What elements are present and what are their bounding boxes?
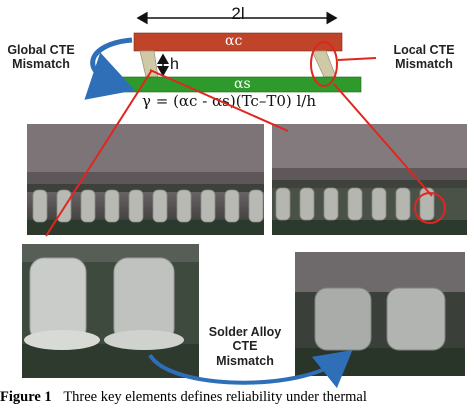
chip-alpha-label: αc	[225, 33, 243, 49]
local-mismatch-ring	[310, 41, 338, 87]
solder-mismatch-arrow	[148, 350, 353, 389]
cte-schematic	[84, 11, 377, 100]
solder-joint-closeup-right	[295, 252, 465, 376]
height-label: h	[170, 56, 179, 73]
linking-arrows-overlay	[45, 69, 446, 389]
width-label: 2l	[231, 4, 245, 23]
chip-bar	[133, 32, 343, 52]
pointer-to-right-photo-b	[333, 83, 433, 197]
global-mismatch-arrow	[84, 37, 135, 100]
solder-joint-closeup-left	[22, 244, 199, 378]
pointer-to-left-photo	[45, 69, 153, 237]
global-cte-mismatch-label: Global CTE Mismatch	[7, 43, 75, 72]
solder-alloy-cte-mismatch-label: Solder Alloy CTE Mismatch	[208, 325, 282, 368]
highlighted-joint-ring	[414, 192, 446, 224]
figure-caption-text: Three key elements defines reliability u…	[63, 389, 367, 405]
local-mismatch-pointer	[337, 57, 377, 61]
package-cross-section-photo-left	[27, 124, 264, 235]
pointer-to-right-photo-a	[149, 69, 289, 132]
figure-caption: Figure 1 Three key elements defines reli…	[0, 389, 474, 411]
figure-number: Figure 1	[0, 389, 52, 405]
substrate-alpha-label: αs	[234, 76, 251, 92]
shear-strain-formula: γ = (αc - αs)(Tc–T0) l/h	[142, 92, 317, 110]
package-cross-section-photo-right	[272, 124, 467, 235]
local-cte-mismatch-label: Local CTE Mismatch	[393, 43, 455, 72]
